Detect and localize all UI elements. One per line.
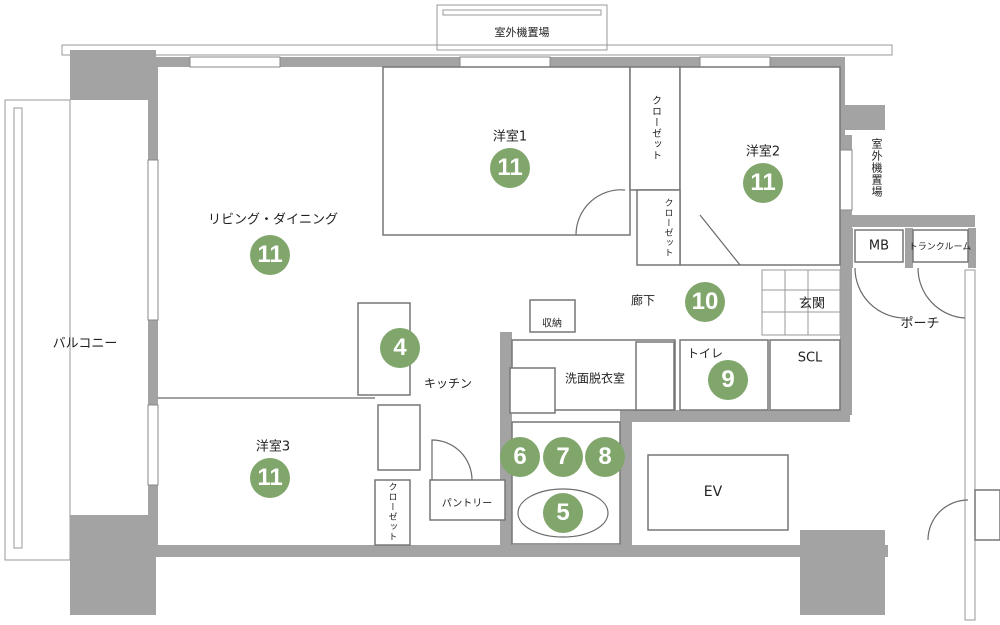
wall [70, 50, 156, 100]
label-closet3: クローゼット [386, 482, 397, 542]
badge-6: 6 [500, 437, 540, 477]
label-closet1: クローゼット [649, 95, 661, 161]
label-washroom: 洗面脱衣室 [564, 371, 626, 386]
label-pantry: パントリー [441, 498, 493, 510]
label-toilet: トイレ [686, 346, 724, 361]
badge-western3: 11 [250, 458, 290, 498]
label-porch: ポーチ [900, 316, 940, 332]
badge-living-dining: 11 [250, 235, 290, 275]
label-ac-unit-top: 室外機置場 [494, 26, 550, 39]
label-scl: SCL [797, 350, 823, 366]
label-storage: 収納 [542, 318, 562, 330]
label-entrance: 玄関 [798, 296, 826, 312]
label-kitchen: キッチン [423, 376, 473, 391]
badge-7: 7 [543, 437, 583, 477]
label-balcony: バルコニー [52, 336, 118, 352]
label-living-dining: リビング・ダイニング [207, 212, 339, 228]
badge-8: 8 [585, 437, 625, 477]
elevator [647, 454, 789, 531]
entrance-tiles [761, 269, 841, 336]
label-western3: 洋室3 [255, 439, 291, 455]
badge-western1: 11 [490, 148, 530, 188]
label-trunk-room: トランクルーム [908, 242, 972, 253]
balcony-outline [4, 99, 71, 561]
label-ev: EV [703, 484, 723, 500]
badge-bath: 5 [543, 493, 583, 533]
badge-kitchen: 4 [380, 328, 420, 368]
label-ac-unit-right: 室外機置場 [870, 138, 883, 198]
label-western2: 洋室2 [745, 144, 781, 160]
label-western1: 洋室1 [492, 129, 528, 145]
badge-hallway: 10 [685, 282, 725, 322]
label-hallway: 廊下 [630, 293, 656, 308]
badge-western2: 11 [743, 163, 783, 203]
label-mb: MB [868, 238, 890, 254]
badge-toilet: 9 [708, 360, 748, 400]
label-closet2: クローゼット [662, 198, 673, 258]
